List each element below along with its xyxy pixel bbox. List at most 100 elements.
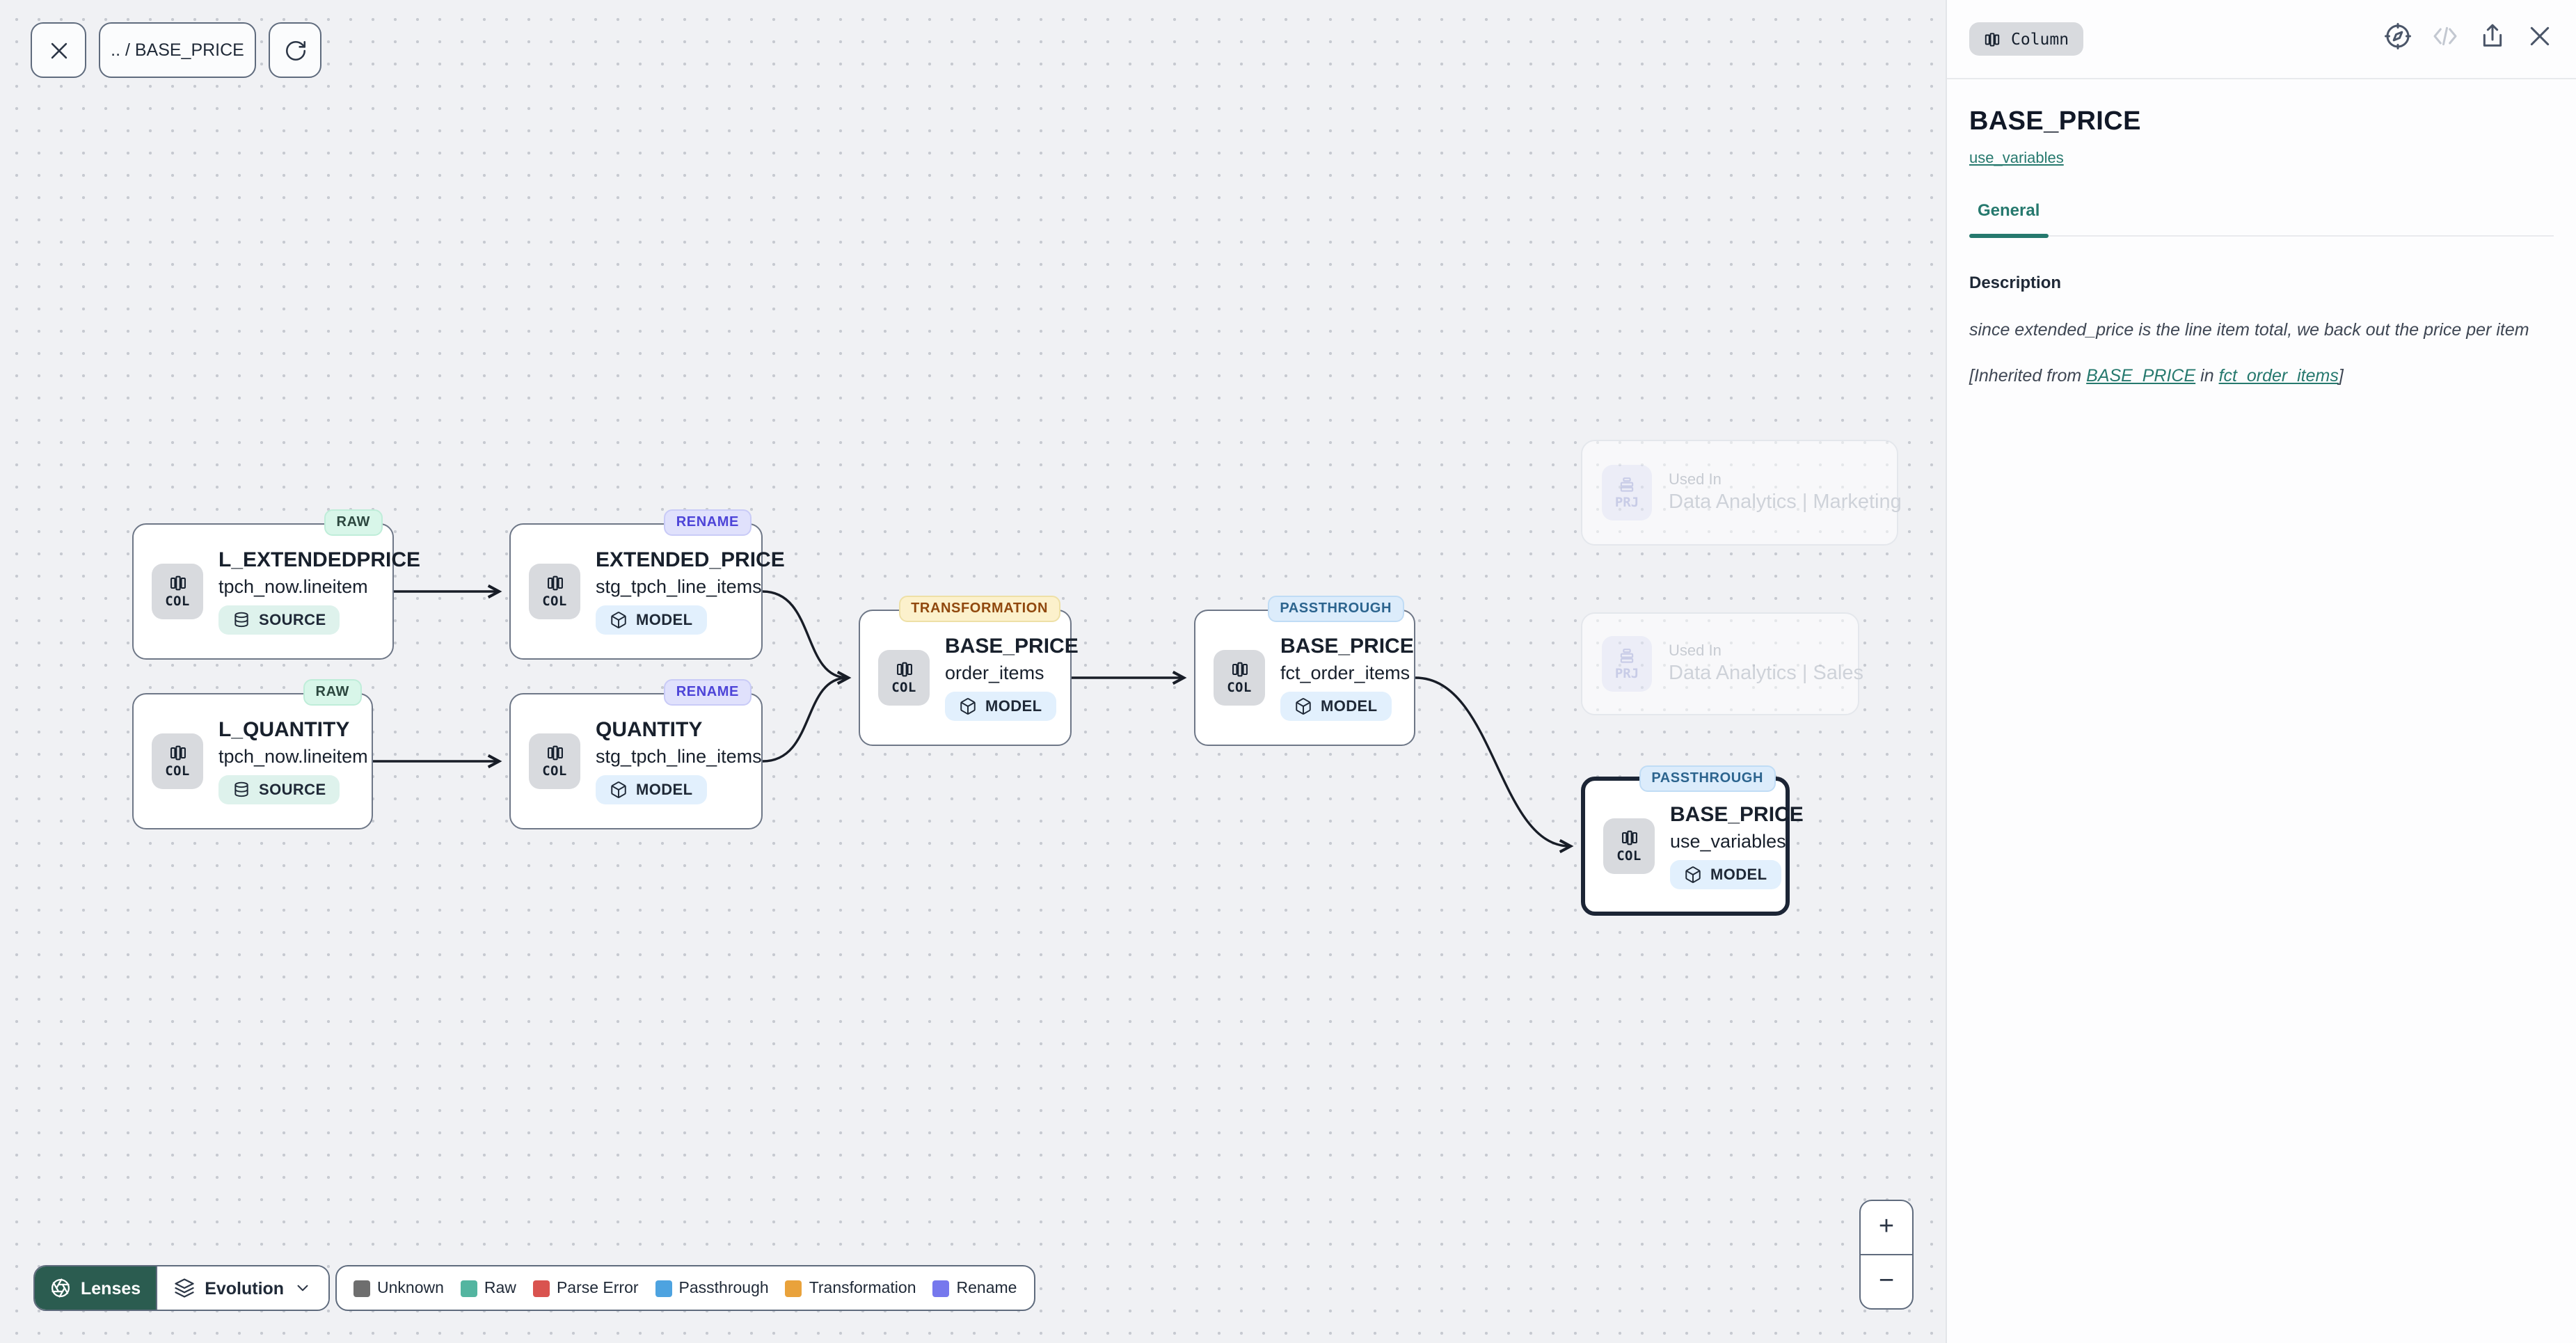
ghost-title: Data Analytics | Sales [1669, 662, 1863, 685]
chip-label: COL [542, 764, 567, 779]
inherited-suffix: ] [2338, 366, 2344, 386]
columns-icon [1985, 32, 2000, 46]
node-l-extendedprice[interactable]: RAW COL L_EXTENDEDPRICE tpch_now.lineite… [132, 509, 420, 660]
chip-label: PRJ [1614, 667, 1639, 682]
close-panel-button[interactable] [2526, 22, 2554, 56]
chip-label: COL [542, 594, 567, 610]
lenses-button[interactable]: Lenses [35, 1266, 157, 1310]
lens-selected-label: Evolution [205, 1278, 285, 1298]
lineage-edges [373, 584, 1574, 854]
columns-icon [547, 575, 562, 591]
inherited-column-link[interactable]: BASE_PRICE [2086, 366, 2196, 386]
chip-label: COL [165, 764, 190, 779]
resource-type-label: MODEL [636, 781, 693, 798]
project-icon [1620, 649, 1634, 663]
legend-label: Parse Error [556, 1280, 639, 1296]
panel-title: BASE_PRICE [1969, 107, 2141, 136]
node-base-price-fct-order-items[interactable]: PASSTHROUGH COL BASE_PRICE fct_order_ite… [1194, 596, 1415, 746]
resource-type-label: MODEL [1321, 698, 1378, 715]
tab-general[interactable]: General [1969, 200, 2048, 237]
edge-quantity-orderitems [762, 676, 848, 763]
inherited-note: [Inherited from BASE_PRICE in fct_order_… [1969, 367, 2554, 386]
legend-label: Raw [484, 1280, 516, 1296]
legend-swatch-transformation [785, 1280, 802, 1296]
chip-label: COL [165, 594, 190, 610]
ghost-node-sales[interactable]: PRJ Used In Data Analytics | Sales [1581, 612, 1863, 715]
edge-fctorderitems-usevariables [1415, 676, 1574, 854]
resource-type-label: MODEL [636, 612, 693, 628]
status-badge: RENAME [663, 679, 752, 706]
panel-actions [2384, 22, 2554, 56]
ghost-label: Used In [1669, 643, 1722, 660]
lineage-canvas[interactable]: PRJ Used In Data Analytics | Marketing P… [0, 0, 1946, 1343]
model-cube-icon [611, 781, 626, 798]
share-button[interactable] [2479, 22, 2506, 56]
status-badge: PASSTHROUGH [1639, 765, 1776, 792]
resource-type-badge: MODEL [596, 775, 707, 804]
model-cube-icon [611, 612, 626, 628]
close-icon [2530, 26, 2550, 45]
resource-type-label: SOURCE [259, 781, 326, 798]
panel-body: BASE_PRICE use_variables General Descrip… [1947, 79, 2576, 386]
ghost-node-marketing[interactable]: PRJ Used In Data Analytics | Marketing [1581, 440, 1902, 546]
legend-label: Unknown [377, 1280, 444, 1296]
columns-icon [1621, 830, 1637, 845]
breadcrumb-button[interactable]: .. / BASE_PRICE [99, 22, 256, 78]
node-title: L_EXTENDEDPRICE [218, 548, 421, 572]
close-lineage-button[interactable] [31, 22, 86, 78]
node-base-price-use-variables-selected[interactable]: PASSTHROUGH COL BASE_PRICE use_variables… [1581, 765, 1804, 916]
ghost-title: Data Analytics | Marketing [1669, 491, 1902, 514]
status-badge: RAW [303, 679, 362, 706]
resource-type-label: MODEL [985, 698, 1042, 715]
model-cube-icon [1296, 698, 1311, 715]
legend-label: Transformation [809, 1280, 916, 1296]
node-quantity[interactable]: RENAME COL QUANTITY stg_tpch_line_items … [509, 679, 763, 829]
status-badge: PASSTHROUGH [1267, 596, 1404, 622]
node-base-price-order-items[interactable]: TRANSFORMATION COL BASE_PRICE order_item… [859, 596, 1079, 746]
code-icon [2433, 26, 2457, 45]
refresh-icon [285, 40, 305, 61]
legend-swatch-passthrough [655, 1280, 672, 1296]
project-type-chip: PRJ [1602, 465, 1652, 520]
entity-type-label: Column [2011, 29, 2069, 49]
columns-icon [1232, 662, 1247, 677]
description-heading: Description [1969, 273, 2062, 292]
explore-lineage-button[interactable] [2384, 22, 2412, 56]
column-type-chip: COL [529, 564, 580, 619]
legend-item: Unknown [353, 1280, 444, 1296]
details-panel: Column BASE_PRICE use_variables General … [1946, 0, 2576, 1343]
lens-dropdown[interactable]: Evolution [156, 1266, 329, 1310]
legend-swatch-raw [460, 1280, 477, 1296]
columns-icon [547, 745, 562, 761]
zoom-in-button[interactable]: + [1861, 1201, 1912, 1255]
aperture-icon [51, 1278, 70, 1298]
column-type-chip: COL [1603, 818, 1655, 874]
column-type-chip: COL [529, 733, 580, 789]
zoom-out-button[interactable]: − [1878, 1266, 1895, 1296]
status-badge: RENAME [663, 509, 752, 536]
project-icon [1620, 477, 1634, 492]
inherited-model-link[interactable]: fct_order_items [2218, 366, 2339, 386]
close-icon [50, 42, 67, 58]
zoom-controls: + − [1859, 1200, 1914, 1310]
node-title: QUANTITY [596, 718, 703, 742]
resource-type-badge: MODEL [945, 692, 1056, 721]
model-link[interactable]: use_variables [1969, 150, 2064, 167]
node-title: BASE_PRICE [1280, 635, 1414, 658]
legend-label: Passthrough [678, 1280, 769, 1296]
chip-label: COL [1616, 849, 1641, 864]
database-icon [234, 781, 248, 797]
model-cube-icon [1685, 866, 1701, 883]
ghost-label: Used In [1669, 472, 1722, 488]
legend-item: Passthrough [655, 1280, 769, 1296]
resource-type-badge: SOURCE [218, 775, 340, 804]
node-extended-price[interactable]: RENAME COL EXTENDED_PRICE stg_tpch_line_… [509, 509, 785, 660]
description-text: since extended_price is the line item to… [1969, 320, 2529, 340]
refresh-button[interactable] [269, 22, 321, 78]
resource-type-badge: MODEL [596, 605, 707, 635]
column-type-chip: COL [878, 650, 930, 706]
node-l-quantity[interactable]: RAW COL L_QUANTITY tpch_now.lineitem SOU… [132, 679, 373, 829]
legend-swatch-unknown [353, 1280, 370, 1296]
legend-item: Raw [460, 1280, 516, 1296]
